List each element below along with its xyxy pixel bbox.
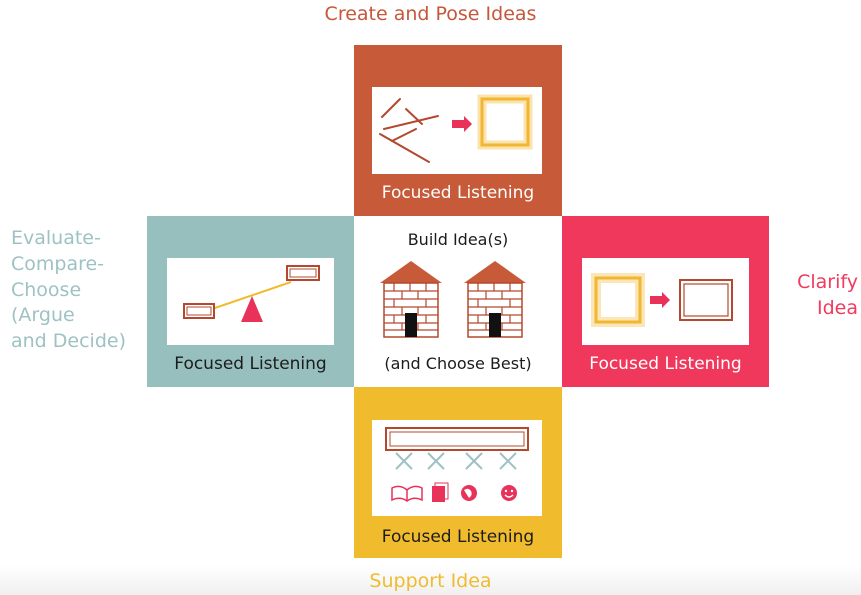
book-icon <box>391 485 423 502</box>
label-evaluate-compare-choose: Evaluate- Compare- Choose (Argue and Dec… <box>11 226 126 355</box>
brick-houses-icon <box>380 261 526 338</box>
panel-create-and-pose: Focused Listening <box>354 45 562 216</box>
label-left-line: Evaluate- <box>11 227 101 249</box>
panel-support: Focused Listening <box>354 387 562 558</box>
balance-scale-icon <box>183 265 320 322</box>
bottom-shade <box>0 565 861 595</box>
center-title: Build Idea(s) <box>407 230 509 249</box>
panel-top-caption: Focused Listening <box>381 183 535 203</box>
panel-bottom-illustration <box>372 420 542 516</box>
panel-evaluate: Focused Listening <box>147 216 354 387</box>
scattered-lines-to-frame-icon <box>379 94 533 163</box>
label-support-idea: Support Idea <box>369 570 492 592</box>
blurry-frame-to-clear-frame-icon <box>591 273 733 327</box>
label-right-line: Idea <box>817 296 858 319</box>
label-create-and-pose-ideas: Create and Pose Ideas <box>324 3 537 25</box>
panel-right-caption: Focused Listening <box>589 354 742 374</box>
label-clarify-idea: Clarify Idea <box>780 270 858 322</box>
globe-icon <box>461 485 477 501</box>
panel-left-caption: Focused Listening <box>174 354 327 374</box>
label-right-line: Clarify <box>797 271 858 293</box>
panel-right-illustration <box>582 258 749 345</box>
center-subtitle: (and Choose Best) <box>384 354 532 373</box>
panel-bottom-caption: Focused Listening <box>381 527 535 547</box>
brick-house-icon <box>380 261 442 338</box>
label-left-line: and Decide) <box>11 330 126 353</box>
panel-clarify: Focused Listening <box>562 216 769 387</box>
panel-build-ideas: Build Idea(s) <box>354 216 562 387</box>
supported-beam-icon <box>385 427 529 502</box>
label-left-line: Compare- <box>11 252 105 275</box>
smiley-icon <box>501 485 517 501</box>
panel-top-illustration <box>372 87 542 174</box>
label-left-line: Choose <box>11 278 82 301</box>
panel-left-illustration <box>167 258 334 345</box>
brick-house-icon <box>464 261 526 338</box>
document-icon <box>432 482 449 502</box>
label-left-line: (Argue <box>11 304 75 327</box>
